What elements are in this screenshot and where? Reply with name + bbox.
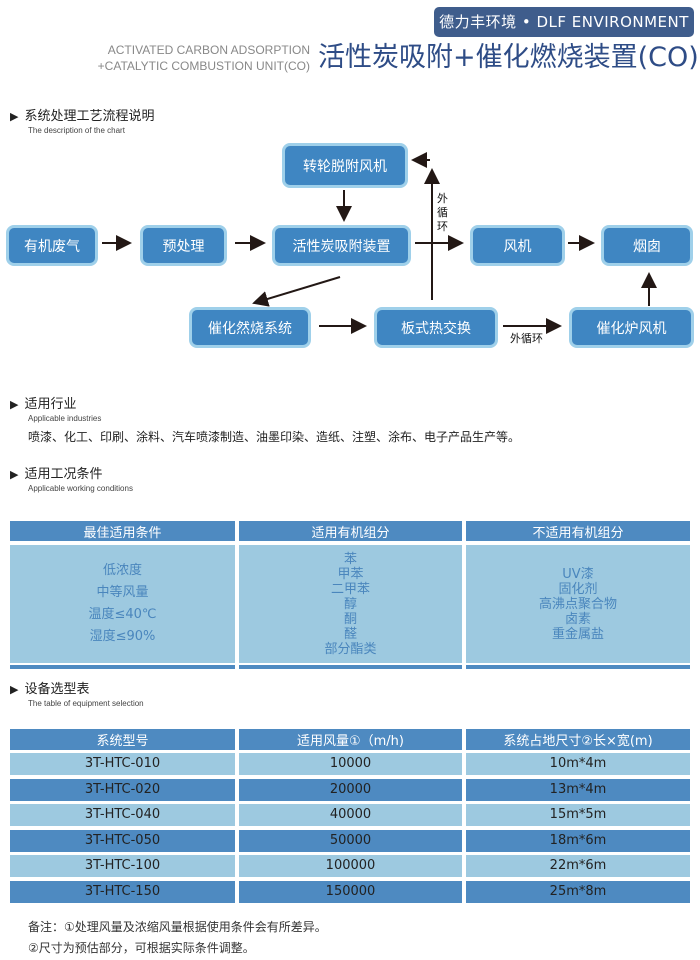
section-subtitle: The table of equipment selection bbox=[28, 699, 144, 708]
cell-item: 卤素 bbox=[564, 611, 591, 627]
node-heat-exchanger: 板式热交换 bbox=[374, 307, 498, 348]
section-title: 设备选型表 bbox=[10, 682, 144, 698]
best-conditions-cell: 低浓度中等风量温度≤40℃ 湿度≤90% bbox=[10, 545, 235, 663]
table-cell: 3T-HTC-020 bbox=[10, 778, 235, 801]
note-1: 备注：①处理风量及浓缩风量根据使用条件会有所差异。 bbox=[28, 920, 327, 934]
table-cell: 10000 bbox=[239, 753, 462, 775]
node-pretreat: 预处理 bbox=[140, 225, 227, 266]
table-cell: 13m*4m bbox=[466, 778, 690, 801]
table-cell: 3T-HTC-010 bbox=[10, 753, 235, 775]
arrow bbox=[252, 276, 341, 307]
table-header: 不适用有机组分 bbox=[466, 521, 690, 541]
table-cell: 150000 bbox=[239, 880, 462, 903]
cell-item: 低浓度 bbox=[102, 563, 142, 578]
flow-arrows bbox=[102, 152, 657, 334]
node-fan: 风机 bbox=[470, 225, 565, 266]
table-cell: 50000 bbox=[239, 829, 462, 852]
unsuitable-components-cell: UV漆固化剂高沸点聚合物卤素重金属盐 bbox=[466, 545, 690, 663]
cell-item: 重金属盐 bbox=[551, 626, 604, 642]
table-cell: 3T-HTC-050 bbox=[10, 829, 235, 852]
node-waste-gas: 有机废气 bbox=[6, 225, 98, 266]
table-header: 适用有机组分 bbox=[239, 521, 462, 541]
table-header: 最佳适用条件 bbox=[10, 521, 235, 541]
table-cell: 15m*5m bbox=[466, 804, 690, 826]
cell-item: 部分酯类 bbox=[324, 641, 377, 657]
cell-item: 二甲苯 bbox=[330, 581, 370, 597]
section-subtitle: The description of the chart bbox=[28, 126, 125, 135]
node-desorb-fan: 转轮脱附风机 bbox=[282, 143, 408, 188]
node-adsorber: 活性炭吸附装置 bbox=[272, 225, 411, 266]
table-bottom-bar bbox=[466, 665, 690, 669]
cell-item: 中等风量 bbox=[96, 585, 149, 600]
table-cell: 3T-HTC-100 bbox=[10, 855, 235, 877]
table-cell: 25m*8m bbox=[466, 880, 690, 903]
loop-label-vertical: 外 循 环 bbox=[437, 192, 448, 233]
section-title: 系统处理工艺流程说明 bbox=[10, 109, 154, 125]
cell-item: 高沸点聚合物 bbox=[538, 596, 617, 612]
cell-item: 醛 bbox=[343, 626, 357, 642]
title-english: ACTIVATED CARBON ADSORPTION +CATALYTIC CO… bbox=[60, 42, 310, 74]
section-subtitle: Applicable working conditions bbox=[28, 484, 133, 493]
title-en-line2: +CATALYTIC COMBUSTION UNIT(CO) bbox=[97, 59, 310, 73]
cell-item: UV漆 bbox=[562, 566, 594, 582]
cell-item: 温度≤40℃ bbox=[88, 607, 157, 622]
loop-label-horizontal: 外循环 bbox=[510, 332, 543, 345]
note-2: ②尺寸为预估部分，可根据实际条件调整。 bbox=[28, 941, 255, 955]
brand-badge: 德力丰环境 • DLF ENVIRONMENT bbox=[434, 7, 694, 37]
table-cell: 20000 bbox=[239, 778, 462, 801]
table-cell: 18m*6m bbox=[466, 829, 690, 852]
cell-item: 酮 bbox=[343, 611, 357, 627]
table-header: 适用风量①（m/h) bbox=[239, 729, 462, 750]
cell-item: 甲苯 bbox=[337, 566, 364, 582]
page-title: 活性炭吸附+催化燃烧装置(CO) bbox=[318, 42, 699, 73]
cell-item: 湿度≤90% bbox=[89, 629, 156, 644]
table-bottom-bar bbox=[10, 665, 235, 669]
table-bottom-bar bbox=[239, 665, 462, 669]
section-subtitle: Applicable industries bbox=[28, 414, 102, 423]
industry-text: 喷漆、化工、印刷、涂料、汽车喷漆制造、油墨印染、造纸、注塑、涂布、电子产品生产等… bbox=[28, 430, 521, 444]
cell-item: 固化剂 bbox=[558, 581, 598, 597]
table-cell: 3T-HTC-040 bbox=[10, 804, 235, 826]
table-header: 系统占地尺寸②长×宽(m) bbox=[466, 729, 690, 750]
table-cell: 100000 bbox=[239, 855, 462, 877]
node-catalytic-fan: 催化炉风机 bbox=[569, 307, 694, 348]
table-header: 系统型号 bbox=[10, 729, 235, 750]
node-catalytic: 催化然烧系统 bbox=[189, 307, 311, 348]
title-en-line1: ACTIVATED CARBON ADSORPTION bbox=[107, 43, 310, 57]
table-cell: 22m*6m bbox=[466, 855, 690, 877]
table-cell: 3T-HTC-150 bbox=[10, 880, 235, 903]
cell-item: 醇 bbox=[343, 596, 357, 612]
cell-item: 苯 bbox=[343, 551, 357, 567]
table-cell: 40000 bbox=[239, 804, 462, 826]
table-cell: 10m*4m bbox=[466, 753, 690, 775]
suitable-components-cell: 苯甲苯二甲苯醇酮醛部分酯类 bbox=[239, 545, 462, 663]
section-title: 适用工况条件 bbox=[10, 467, 133, 483]
section-title: 适用行业 bbox=[10, 397, 101, 413]
node-chimney: 烟囱 bbox=[601, 225, 693, 266]
